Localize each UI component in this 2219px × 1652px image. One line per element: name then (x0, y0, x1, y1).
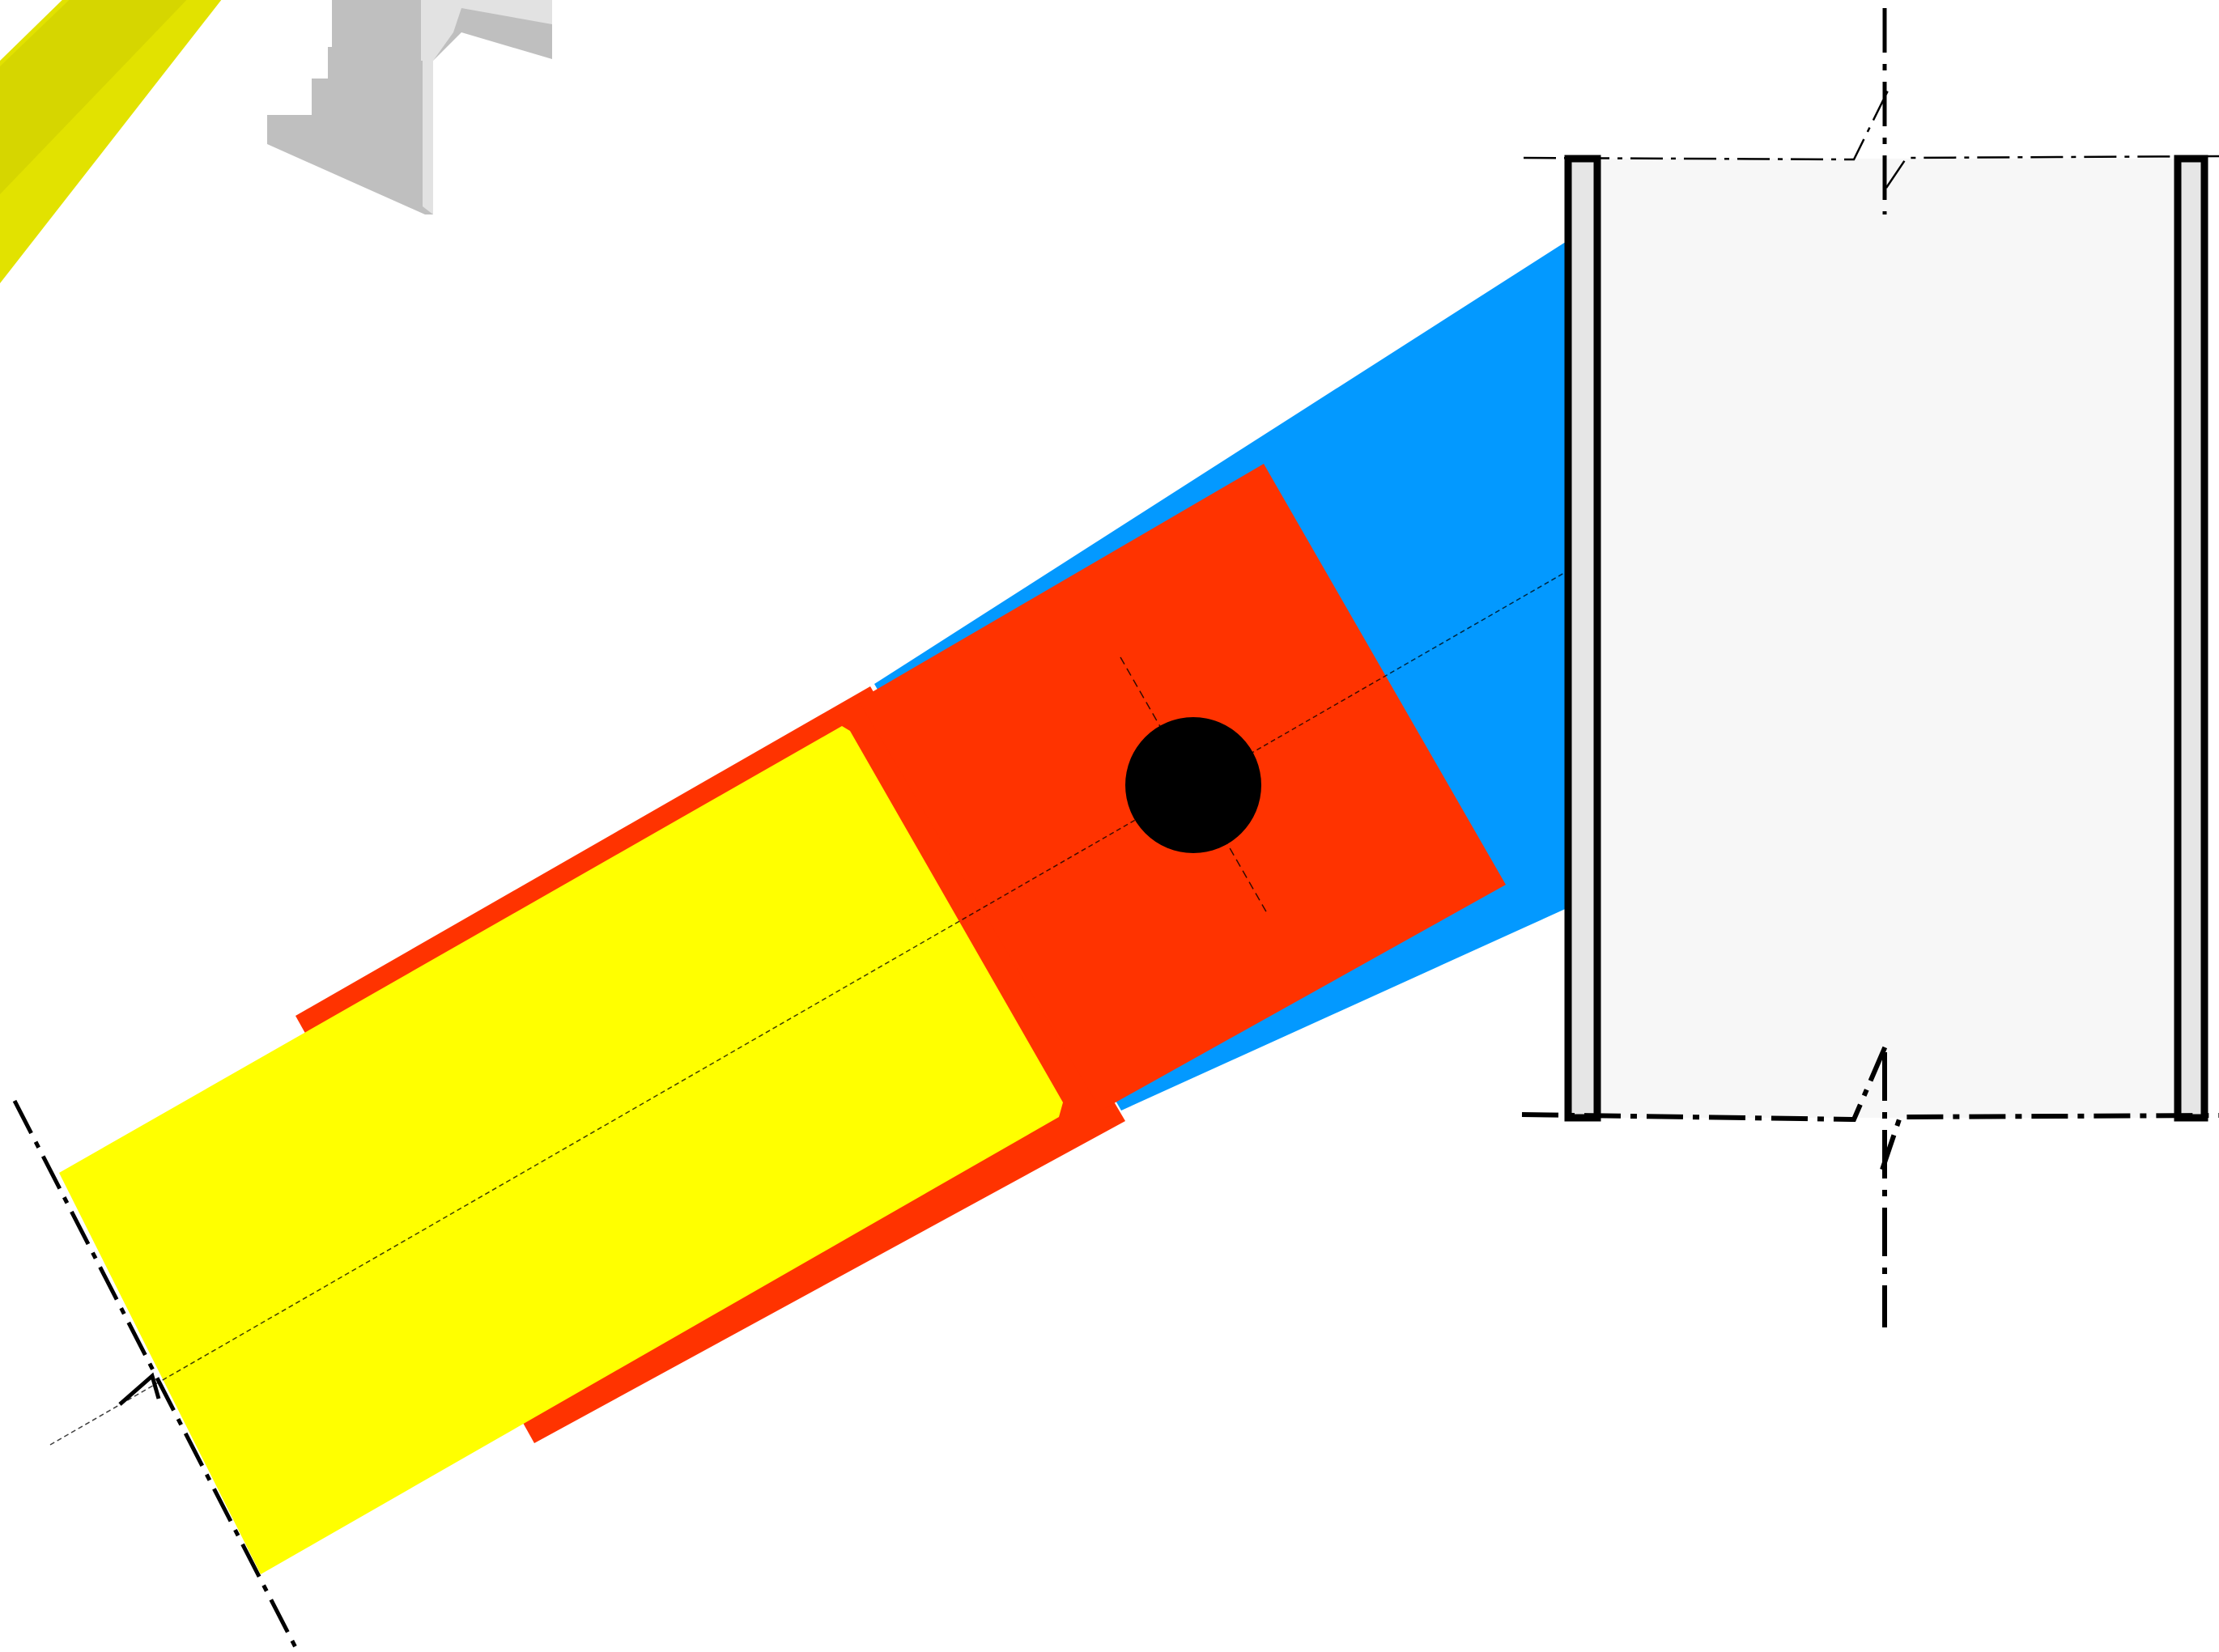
end-plate-left (1564, 155, 1601, 1122)
top-break-line (1523, 88, 1890, 161)
beam-end-break (118, 1372, 161, 1406)
beam (59, 726, 1063, 1574)
grey-connector (267, 0, 552, 214)
end-plate-right (2174, 155, 2208, 1122)
beam-end-line (12, 1099, 300, 1652)
beam-centerline (49, 459, 1762, 1446)
bottom-break-line-right (1880, 1113, 2219, 1170)
pin (1125, 717, 1261, 853)
bottom-break-line (1521, 1043, 1889, 1123)
corner-beam-highlight (0, 0, 187, 194)
column-section (1568, 159, 2183, 1118)
top-break-line-right (1885, 155, 2219, 189)
